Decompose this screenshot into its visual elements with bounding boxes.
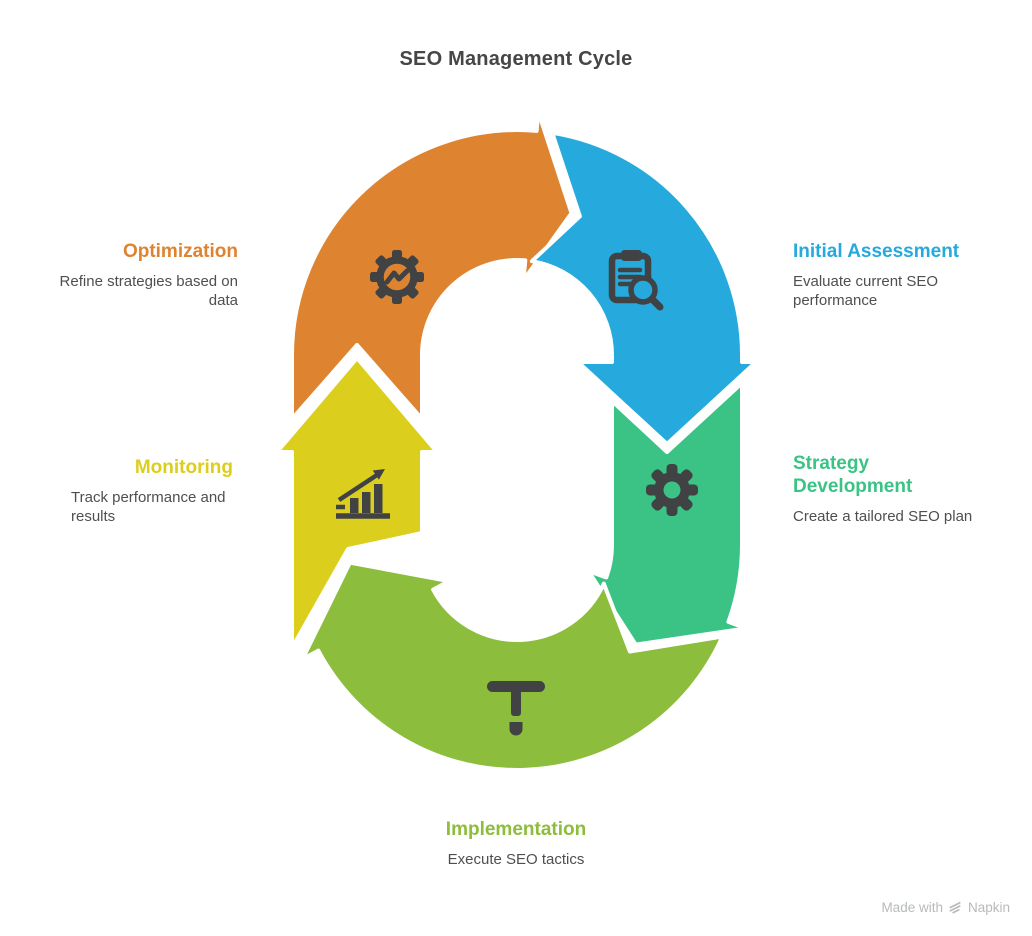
step-description: Evaluate current SEO performance: [793, 273, 939, 310]
step-label: Implementation: [445, 819, 587, 840]
watermark-prefix: Made with: [881, 900, 943, 915]
t-tool-icon: [487, 681, 545, 736]
step-description: Execute SEO tactics: [447, 851, 585, 869]
gear-trend-icon: [370, 250, 424, 304]
watermark-brand: Napkin: [967, 900, 1010, 915]
step-label: Strategy Development: [793, 453, 913, 498]
step-label: Optimization: [122, 241, 238, 262]
segment-implementation-arrow: [300, 560, 725, 772]
watermark: Made with Napkin: [881, 900, 1010, 915]
step-initial-assessment: Initial Assessment Evaluate current SEO …: [793, 240, 978, 310]
step-label: Monitoring: [134, 457, 233, 478]
step-description: Create a tailored SEO plan: [793, 508, 973, 526]
step-optimization: Optimization Refine strategies based on …: [46, 240, 238, 310]
step-strategy-development: Strategy Development Create a tailored S…: [793, 452, 1025, 526]
napkin-logo-icon: [949, 901, 961, 914]
step-description: Refine strategies based on data: [59, 273, 238, 310]
bar-chart-growth-icon: [336, 469, 390, 519]
step-implementation: Implementation Execute SEO tactics: [366, 818, 666, 869]
step-description: Track performance and results: [71, 489, 226, 526]
clipboard-search-icon: [608, 250, 664, 311]
page-title: SEO Management Cycle: [399, 48, 633, 70]
segment-optimization-arrow: [290, 109, 574, 421]
step-label: Initial Assessment: [793, 241, 960, 262]
step-monitoring: Monitoring Track performance and results: [71, 456, 233, 526]
gear-icon: [646, 464, 698, 516]
